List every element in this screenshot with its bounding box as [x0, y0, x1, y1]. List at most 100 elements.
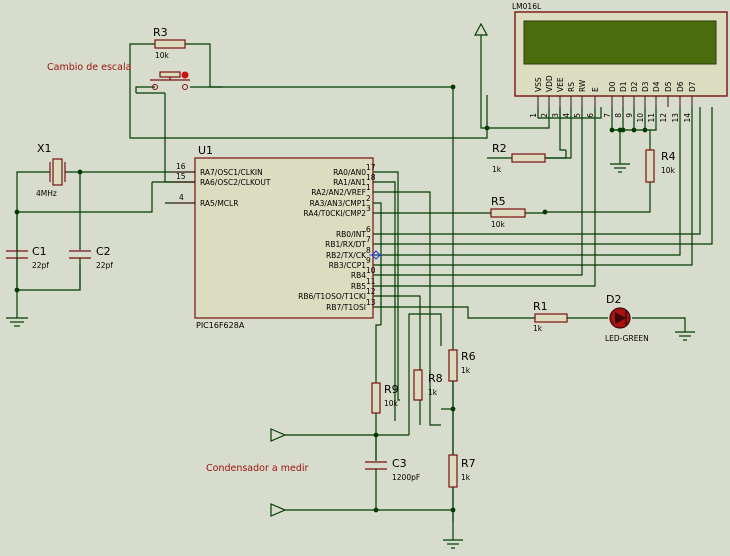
- mcu-pin-name: RB7/T1OSI: [326, 303, 366, 312]
- scale-change-label: Cambio de escala: [47, 62, 131, 73]
- mcu-pin-num: 10: [366, 266, 376, 275]
- mcu-pin-num: 1: [366, 183, 371, 192]
- r5-value: 10k: [491, 220, 506, 229]
- lcd-pin-label: D3: [641, 81, 650, 92]
- c3-ref: C3: [392, 457, 407, 470]
- lcd-display[interactable]: LM016L VSS1VDD2VEE3RS4RW5E6D07D18D29D310…: [512, 2, 728, 123]
- capacitor-c3[interactable]: C3 1200pF: [365, 435, 420, 482]
- push-button[interactable]: [150, 71, 190, 90]
- mcu-pin-num: 11: [366, 277, 376, 286]
- mcu-pin-num: 9: [366, 256, 371, 265]
- lcd-pin-label: E: [591, 87, 600, 92]
- lcd-pin-num: 13: [671, 113, 680, 123]
- lcd-pin-num: 3: [551, 113, 560, 118]
- mcu-ref: U1: [198, 144, 213, 157]
- resistor-r5[interactable]: R5 10k: [490, 195, 526, 229]
- ground-icon: [443, 539, 463, 549]
- lcd-pin-num: 9: [625, 113, 634, 118]
- mcu-pin-name: RB1/RX/DT: [325, 240, 366, 249]
- r1-value: 1k: [533, 324, 543, 333]
- mcu-pin-num: 6: [366, 225, 371, 234]
- resistor-r2[interactable]: R2 1k: [492, 142, 546, 174]
- mcu-pin-num: 17: [366, 163, 376, 172]
- r1-ref: R1: [533, 300, 548, 313]
- lcd-pin-label: D4: [652, 81, 661, 92]
- mcu-pin-num: 7: [366, 235, 371, 244]
- lcd-pin-num: 11: [647, 113, 656, 123]
- c2-value: 22pf: [96, 261, 113, 270]
- capacitor-to-measure-label: Condensador a medir: [206, 463, 309, 474]
- mcu-pin-num: 12: [366, 287, 376, 296]
- resistor-r3[interactable]: R3 10k: [153, 26, 186, 60]
- mcu-pin-num: 13: [366, 298, 376, 307]
- pic-microcontroller[interactable]: U1 PIC16F628A 16 15 4 RA7/OSC1/CLKIN RA6…: [172, 144, 376, 330]
- lcd-pin-label: RS: [567, 82, 576, 92]
- ground-icon: [6, 317, 28, 327]
- button-indicator-icon: [181, 71, 189, 79]
- r3-value: 10k: [155, 51, 170, 60]
- mcu-pin-name: RA0/AN0: [333, 168, 366, 177]
- lcd-pin-label: RW: [578, 79, 587, 92]
- lcd-pin-num: 7: [603, 113, 612, 118]
- resistor-r8[interactable]: R8 1k: [413, 369, 443, 401]
- mcu-pin-num: 8: [366, 246, 371, 255]
- lcd-pin-label: VEE: [556, 77, 565, 92]
- resistor-r6[interactable]: R6 1k: [448, 349, 476, 382]
- r9-value: 10k: [384, 399, 399, 408]
- capacitor-c1[interactable]: C1 22pf: [6, 212, 49, 290]
- lcd-pin-num: 6: [586, 113, 595, 118]
- mcu-pin-name: RA1/AN1: [333, 178, 366, 187]
- lcd-pin-label: D0: [608, 81, 617, 92]
- probe-marker-icon: [369, 250, 383, 260]
- r6-value: 1k: [461, 366, 471, 375]
- terminal-arrow-icon[interactable]: [270, 428, 287, 442]
- lcd-pin-label: D7: [688, 81, 697, 92]
- terminal-arrow-icon[interactable]: [270, 503, 287, 517]
- lcd-pin-num: 8: [614, 113, 623, 118]
- mcu-pin-name: RB6/T1OSO/T1CKI: [298, 292, 366, 301]
- mcu-right-pins: RA0/AN017RA1/AN118RA2/AN2/VREF1RA3/AN3/C…: [298, 163, 376, 312]
- d2-ref: D2: [606, 293, 621, 306]
- lcd-pin-label: D2: [630, 81, 639, 92]
- mcu-pin-name: RA5/MCLR: [200, 199, 238, 208]
- lcd-pin-num: 12: [659, 113, 668, 123]
- lcd-pin-label: D1: [619, 81, 628, 92]
- led-d2[interactable]: D2 LED-GREEN: [605, 293, 649, 343]
- c1-value: 22pf: [32, 261, 49, 270]
- r2-value: 1k: [492, 165, 502, 174]
- d2-value: LED-GREEN: [605, 334, 649, 343]
- r8-value: 1k: [428, 388, 438, 397]
- mcu-pin-name: RA3/AN3/CMP1: [310, 199, 367, 208]
- mcu-pin-name: RA2/AN2/VREF: [311, 188, 366, 197]
- mcu-pin-name: RA7/OSC1/CLKIN: [200, 168, 263, 177]
- mcu-pin-name: RB0/INT: [336, 230, 366, 239]
- crystal-x1[interactable]: X1 4MHz: [36, 142, 66, 198]
- r7-value: 1k: [461, 473, 471, 482]
- r8-ref: R8: [428, 372, 443, 385]
- lcd-pin-num: 10: [636, 113, 645, 123]
- mcu-pin-name: RA4/T0CKI/CMP2: [303, 209, 366, 218]
- mcu-pin-name: RB5: [351, 282, 366, 291]
- lcd-pin-num: 4: [562, 113, 571, 118]
- mcu-pin-num: 15: [176, 172, 186, 181]
- resistor-r4[interactable]: R4 10k: [645, 149, 676, 183]
- resistor-r7[interactable]: R7 1k: [448, 454, 476, 488]
- resistor-r1[interactable]: R1 1k: [533, 300, 568, 333]
- mcu-pin-name: RB4: [351, 271, 366, 280]
- lcd-pin-num: 14: [683, 113, 692, 123]
- r4-ref: R4: [661, 150, 676, 163]
- c3-value: 1200pF: [392, 473, 420, 482]
- x1-ref: X1: [37, 142, 52, 155]
- power-arrow-icon: [473, 22, 489, 36]
- capacitor-c2[interactable]: C2 22pf: [69, 245, 113, 290]
- x1-value: 4MHz: [36, 189, 57, 198]
- resistor-r9[interactable]: R9 10k: [371, 382, 399, 414]
- lcd-pins: VSS1VDD2VEE3RS4RW5E6D07D18D29D310D411D51…: [529, 75, 697, 122]
- r6-ref: R6: [461, 350, 476, 363]
- mcu-pin-num: 4: [179, 193, 184, 202]
- r2-ref: R2: [492, 142, 507, 155]
- lcd-pin-num: 2: [540, 113, 549, 118]
- lcd-pin-label: D6: [676, 81, 685, 92]
- r5-ref: R5: [491, 195, 506, 208]
